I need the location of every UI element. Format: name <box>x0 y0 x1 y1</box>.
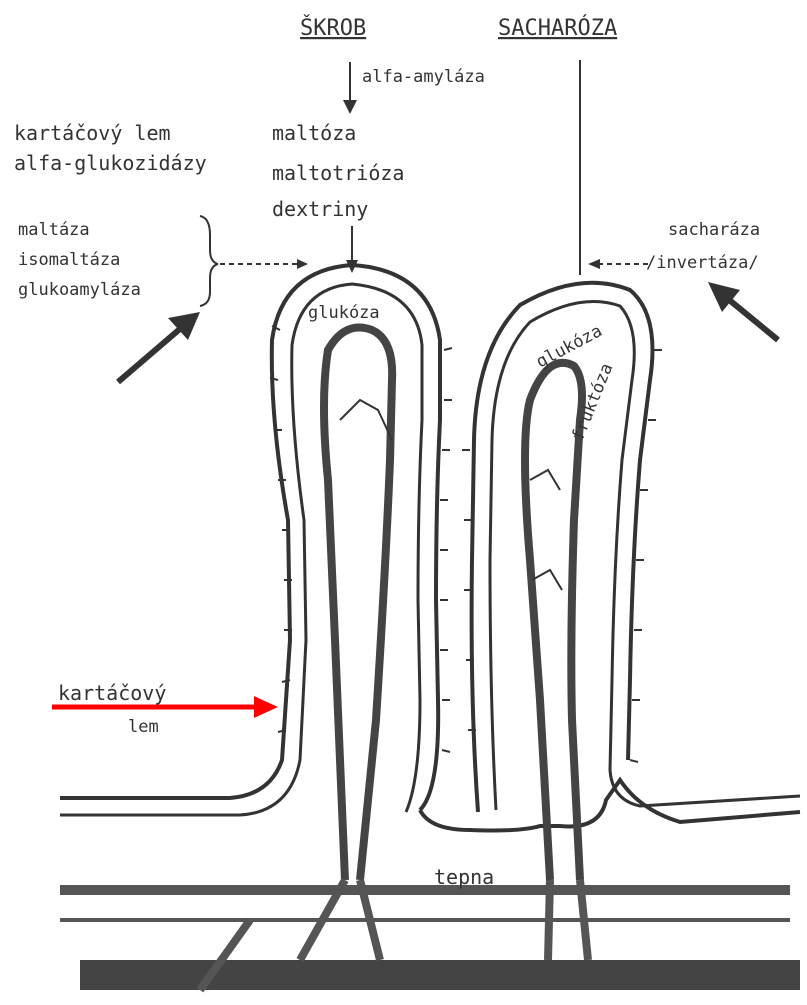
enzyme-isomaltase: isomaltáza <box>18 250 120 270</box>
left-villus-glucose: glukóza <box>308 303 380 323</box>
big-arrow-left-line <box>118 322 188 382</box>
sucrase-dashed-arrowhead <box>588 259 600 269</box>
left-villus-core <box>324 328 392 881</box>
brush-border-heading-line2: alfa-glukozidázy <box>14 151 207 175</box>
brush-border-label-line1: kartáčový <box>58 681 166 705</box>
enzymes-brace <box>200 216 218 306</box>
starch-heading: ŠKROB <box>300 15 366 41</box>
product-maltose: maltóza <box>272 121 356 145</box>
left-villus-inner <box>60 284 422 815</box>
sucrose-heading: SACHARÓZA <box>498 15 617 41</box>
sucrase-label-line2: /invertáza/ <box>646 253 759 273</box>
right-villus-core <box>525 363 582 880</box>
brush-border-label-line2: lem <box>128 717 159 737</box>
highlight-arrow-head <box>254 696 278 718</box>
artery-label: tepna <box>434 865 494 889</box>
villi-group <box>60 265 800 990</box>
enzymes-dashed-arrowhead <box>297 259 308 269</box>
product-dextrins: dextriny <box>272 197 368 221</box>
product-maltotriose: maltotrióza <box>272 161 404 185</box>
left-capillary-net <box>340 400 392 440</box>
amylase-label: alfa-amyláza <box>362 67 485 87</box>
brush-border-heading-line1: kartáčový lem <box>14 121 171 145</box>
sucrase-label-line1: sacharáza <box>668 220 760 240</box>
amylase-arrow-head <box>343 100 357 114</box>
enzyme-maltase: maltáza <box>18 220 90 240</box>
enzyme-glucoamylase: glukoamyláza <box>18 280 141 300</box>
